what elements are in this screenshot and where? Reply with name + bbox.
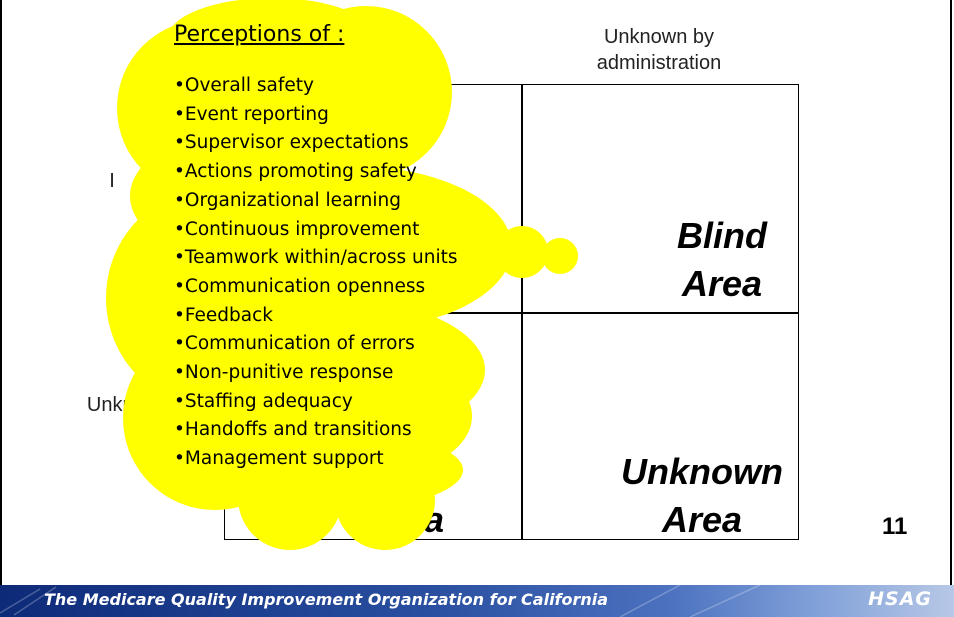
footer-tagline: The Medicare Quality Improvement Organiz… <box>44 590 609 609</box>
unknown-area-line-1: Unknown <box>621 451 783 492</box>
list-item: •Communication openness <box>174 275 426 297</box>
list-item: •Overall safety <box>174 75 314 96</box>
page-number: 11 <box>882 513 908 540</box>
blind-area-line-1: Blind <box>677 215 767 256</box>
footer-swoosh-decoration <box>0 585 761 617</box>
column-header-unknown-by-administration: Unknown by administration <box>574 24 744 76</box>
row-header-known-fragment: I <box>109 170 115 192</box>
list-item: •Staffing adequacy <box>174 390 353 412</box>
list-item: •Communication of errors <box>174 333 415 355</box>
list-item: •Management support <box>174 448 384 470</box>
grid-horizontal-divider <box>224 312 799 314</box>
footer-banner: The Medicare Quality Improvement Organiz… <box>0 585 954 617</box>
list-item: •Non-punitive response <box>174 362 394 384</box>
callout-text: Perceptions of : •Overall safety •Event … <box>174 18 457 474</box>
blind-area-line-2: Area <box>681 263 763 304</box>
list-item: •Organizational learning <box>174 189 402 211</box>
callout-list: •Overall safety •Event reporting •Superv… <box>174 72 457 474</box>
list-item: •Handoffs and transitions <box>174 419 412 441</box>
row-header-unknown-fragment: Unkr <box>86 394 130 416</box>
list-item: •Teamwork within/across units <box>174 247 458 269</box>
callout-title: Perceptions of : <box>174 22 345 47</box>
unknown-area-label: Unknown Area <box>607 448 797 544</box>
list-item: •Supervisor expectations <box>174 132 409 154</box>
blind-area-label: Blind Area <box>642 212 802 308</box>
hsag-logo: HSAG <box>868 588 932 610</box>
list-item: •Event reporting <box>174 103 329 125</box>
unknown-area-line-2: Area <box>661 499 743 540</box>
list-item: •Continuous improvement <box>174 218 420 240</box>
list-item: •Actions promoting safety <box>174 161 417 183</box>
column-header-line-1: Unknown by <box>603 26 715 48</box>
list-item: •Feedback <box>174 304 274 326</box>
column-header-line-2: administration <box>596 52 722 74</box>
